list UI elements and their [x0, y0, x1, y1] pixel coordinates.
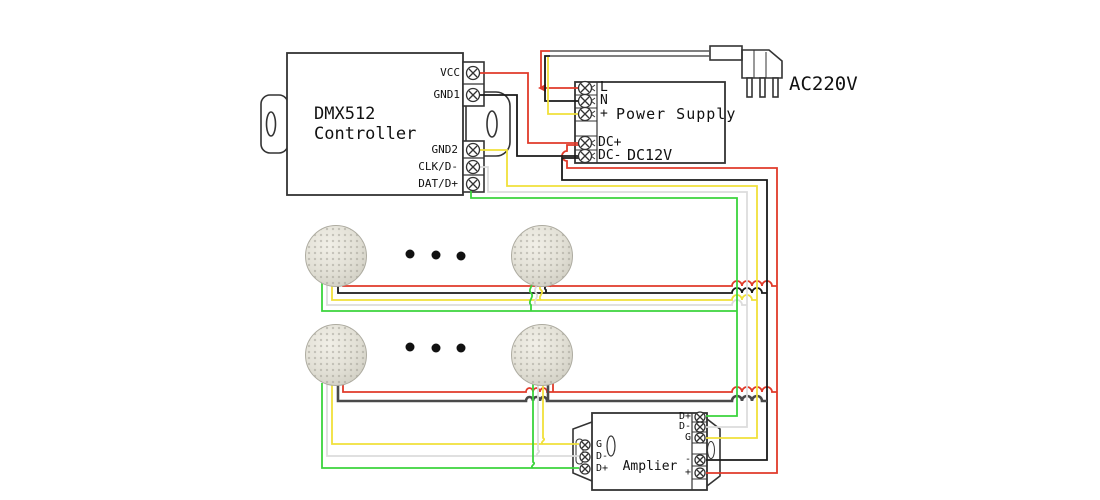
plug-body [741, 49, 783, 79]
led-ball-module [305, 324, 367, 386]
dot [405, 249, 415, 259]
dot [431, 343, 441, 353]
mains-cable [550, 50, 710, 57]
amplifier-right-wing [706, 418, 721, 487]
wire-row1-green [321, 281, 737, 312]
wire-neutral-to-plug [544, 55, 578, 102]
wire-vcc-to-dcplus [480, 72, 578, 144]
screw-amp-right-g [694, 432, 706, 444]
wire-group-yellow [331, 57, 758, 445]
screw-neutral [577, 93, 593, 109]
component-outlines [260, 45, 783, 491]
screw-amp-left-dp [579, 463, 591, 475]
controller-title-line2: Controller [314, 124, 417, 144]
led-ball-module [511, 225, 573, 287]
controller-right-tab-slot [486, 110, 498, 138]
amp-left-g-label: G [596, 439, 603, 450]
wire-earth-to-plug [547, 57, 578, 115]
wire-clk-bus [477, 166, 748, 428]
dc-minus-label: DC- [598, 148, 622, 163]
screw-gnd1 [465, 87, 481, 103]
wire-gnd2-bus [477, 149, 758, 439]
clk-label: CLK/D- [418, 160, 458, 173]
wire-gnd1-to-dcminus [480, 94, 578, 157]
wire-row2-yellow-to-amp [331, 383, 579, 445]
amp-left-dp-label: D+ [596, 463, 609, 474]
screw-clk [465, 159, 481, 175]
led-ball-module [305, 225, 367, 287]
screw-amp-left-dm [579, 451, 591, 463]
plug-prong [772, 77, 779, 98]
screw-amp-right-dm [694, 421, 706, 433]
vcc-label: VCC [440, 66, 460, 79]
gnd1-label: GND1 [433, 88, 461, 101]
gnd2-label: GND2 [431, 143, 459, 156]
dat-label: DAT/D+ [418, 177, 458, 190]
plug-prong [759, 77, 766, 98]
screw-amp-right-minus [694, 454, 706, 466]
amplifier-title: Amplier [622, 459, 678, 474]
amp-right-plus-label: + [684, 467, 691, 478]
earth-label: + [600, 106, 608, 121]
mains-voltage-label: AC220V [789, 73, 858, 95]
controller-title-line1: DMX512 [314, 104, 376, 124]
wire-row2-positive [342, 383, 777, 393]
screw-amp-left-g [579, 439, 591, 451]
wire-ball-drop [535, 383, 541, 457]
dot [456, 343, 466, 353]
amp-right-dp-label: D+ [678, 411, 691, 422]
wire-row1-positive [342, 280, 777, 287]
neutral-label: N [600, 93, 608, 108]
amp-right-dm-label: D- [678, 421, 691, 432]
screw-live [577, 80, 593, 96]
wire-dat-bus [470, 190, 738, 417]
screw-gnd2 [465, 142, 481, 158]
wire-row2-white-to-amp [326, 383, 579, 457]
amp-right-g-label: G [684, 432, 691, 443]
amp-right-minus-label: - [684, 454, 691, 465]
live-label: L [600, 80, 608, 95]
ellipsis-dots [405, 249, 466, 353]
dc-voltage-label: DC12V [627, 146, 673, 164]
wire-arrowhead [538, 84, 546, 92]
power-supply-box [574, 81, 726, 164]
amp-left-dm-label: D- [596, 451, 609, 462]
wire-dcminus-bus [561, 157, 768, 461]
wire-ball-drop [540, 383, 546, 445]
dot [431, 250, 441, 260]
screw-amp-right-dp [694, 411, 706, 423]
power-supply-title: Power Supply [616, 105, 737, 123]
plug-cord-grip [709, 45, 743, 61]
wire-row1-yellow [331, 281, 757, 301]
controller-left-tab-slot [265, 111, 277, 137]
screw-amp-right-plus [694, 467, 706, 479]
amplifier-inner-slot [606, 435, 616, 457]
amplifier-right-wing-slot [707, 441, 715, 459]
screw-dc-plus [577, 135, 593, 151]
plug-prong [746, 77, 753, 98]
dot [456, 251, 466, 261]
screw-dat [465, 176, 481, 192]
screw-dc-minus [577, 148, 593, 164]
wire-group-green [321, 190, 738, 469]
screw-vcc [465, 65, 481, 81]
dot [405, 342, 415, 352]
wire-live-to-plug [540, 50, 578, 89]
wire-ball-drop [530, 383, 536, 469]
amplifier-left-wing [572, 421, 593, 482]
dc-plus-label: DC+ [598, 135, 622, 150]
controller-box [286, 52, 464, 196]
wire-row2-green-to-amp [321, 383, 579, 469]
led-ball-module [511, 324, 573, 386]
screw-earth [577, 106, 593, 122]
